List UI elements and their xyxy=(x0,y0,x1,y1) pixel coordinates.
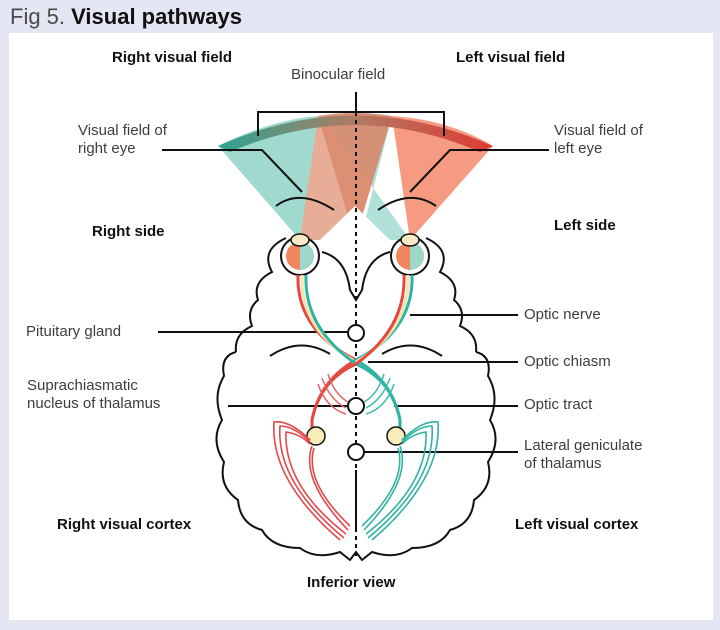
suprachiasmatic-marker xyxy=(347,397,365,415)
label-line: right eye xyxy=(78,140,136,157)
heading-right-visual-cortex: Right visual cortex xyxy=(57,516,192,533)
label-line: Visual field of xyxy=(78,122,167,139)
heading-left-visual-cortex: Left visual cortex xyxy=(515,516,639,533)
label-optic-tract: Optic tract xyxy=(524,396,593,413)
heading-left-side: Left side xyxy=(554,217,616,234)
geniculate-marker xyxy=(347,443,365,461)
heading-right-side: Right side xyxy=(92,223,165,240)
label-binocular-field: Binocular field xyxy=(291,66,386,83)
left-eye xyxy=(390,233,430,276)
label-visual-field-left-eye: Visual field of left eye xyxy=(554,122,643,158)
lateral-geniculate-nuclei xyxy=(306,426,406,446)
optic-radiation-right xyxy=(273,421,351,541)
pituitary-marker xyxy=(347,324,365,342)
figure-name: Visual pathways xyxy=(71,4,242,29)
heading-right-visual-field: Right visual field xyxy=(112,49,233,66)
field-arc-band xyxy=(218,115,493,152)
caption-inferior-view: Inferior view xyxy=(307,574,396,591)
label-optic-nerve: Optic nerve xyxy=(524,306,601,323)
label-visual-field-right-eye: Visual field of right eye xyxy=(78,122,167,158)
optic-nerves xyxy=(296,274,414,436)
label-line: nucleus of thalamus xyxy=(27,395,161,412)
brain-outline xyxy=(215,237,497,562)
suprachiasmatic-fibers xyxy=(317,373,395,415)
label-line: Lateral geniculate xyxy=(524,437,643,454)
figure-number: Fig 5. xyxy=(10,4,66,29)
right-eye xyxy=(280,233,320,276)
left-eye-field-salmon xyxy=(392,116,493,240)
label-suprachiasmatic: Suprachiasmatic nucleus of thalamus xyxy=(27,377,160,413)
midline-markers xyxy=(347,324,365,461)
label-line: Visual field of xyxy=(554,122,643,139)
label-optic-chiasm: Optic chiasm xyxy=(524,353,611,370)
label-line: Suprachiasmatic xyxy=(27,377,138,394)
heading-left-visual-field: Left visual field xyxy=(456,49,566,66)
figure-title: Fig 5. Visual pathways xyxy=(10,4,242,30)
label-line: of thalamus xyxy=(524,455,602,472)
optic-radiation-left xyxy=(361,421,439,541)
label-pituitary-gland: Pituitary gland xyxy=(26,323,122,340)
label-lateral-geniculate: Lateral geniculate of thalamus xyxy=(524,437,642,473)
binocular-bracket xyxy=(257,92,445,136)
label-line: left eye xyxy=(554,140,603,157)
